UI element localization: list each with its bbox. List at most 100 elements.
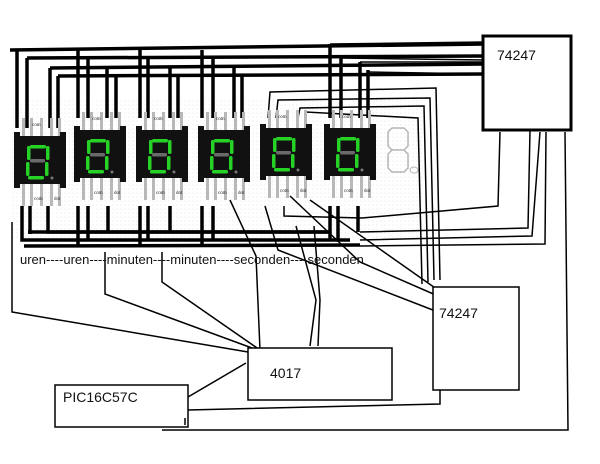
decoder-bottom-label: 74247 [439, 305, 478, 321]
display-flange [182, 126, 188, 182]
segment [90, 139, 106, 143]
segment-g [340, 151, 355, 155]
pin [296, 176, 299, 198]
pin [180, 178, 183, 200]
pin-label-com: com [344, 189, 353, 194]
segment [291, 154, 295, 168]
display-flange [198, 126, 204, 182]
pin [286, 110, 289, 128]
decoder-74247-top: 74247 [481, 34, 573, 132]
segment [273, 138, 277, 152]
decimal-point [50, 176, 54, 180]
segment [148, 156, 152, 170]
pin [144, 112, 147, 130]
segment [338, 168, 354, 172]
pin [58, 118, 61, 136]
pin-label-com: com [154, 117, 163, 122]
display-flange [244, 126, 250, 182]
pin [242, 178, 245, 200]
pic-wires [184, 362, 441, 425]
decoder-top-label: 74247 [497, 47, 536, 63]
pin [30, 184, 33, 206]
segment-g [30, 159, 45, 163]
pin-label-com: com [156, 191, 165, 196]
segment [150, 170, 166, 174]
pin [242, 112, 245, 130]
segment [45, 162, 49, 176]
pin [100, 178, 103, 200]
display-flange [74, 126, 80, 182]
pin [276, 176, 279, 198]
display-flange [120, 126, 126, 182]
pin [144, 178, 147, 200]
segment [292, 138, 296, 152]
pin [340, 110, 343, 128]
pin [40, 118, 43, 136]
pin [50, 118, 53, 136]
counter-4017: 4017 [247, 347, 393, 401]
segment [168, 140, 172, 154]
pin [214, 112, 217, 130]
microcontroller-pic16c57c: PIC16C57C [54, 384, 189, 428]
pin [268, 110, 271, 128]
pin [206, 178, 209, 200]
pin [304, 176, 307, 198]
segment [152, 139, 168, 143]
pin [224, 178, 227, 200]
pin [152, 178, 155, 200]
pin-label-com: com [278, 115, 287, 120]
pin [162, 112, 165, 130]
segment [88, 170, 104, 174]
pin [22, 184, 25, 206]
segment [210, 156, 214, 170]
pin-label-dot: dot [300, 189, 307, 194]
segment [26, 162, 30, 176]
pin-label-dot: dot [364, 189, 371, 194]
display-flange [136, 126, 142, 182]
pin [110, 112, 113, 130]
pin [180, 112, 183, 130]
segment [274, 168, 290, 172]
pin [296, 110, 299, 128]
pin [350, 176, 353, 198]
decimal-point [296, 168, 300, 172]
pin [22, 118, 25, 136]
segment [30, 145, 46, 149]
pin-label-com: com [94, 191, 103, 196]
segment [46, 146, 50, 160]
bottom-bus-wires [20, 206, 361, 248]
pin [82, 112, 85, 130]
segment [229, 156, 233, 170]
display-flange [60, 132, 66, 188]
decimal-point [234, 170, 238, 174]
segment [230, 140, 234, 154]
pin [100, 112, 103, 130]
pin [350, 110, 353, 128]
pin [276, 110, 279, 128]
segment [149, 140, 153, 154]
display-flange [370, 124, 376, 180]
decoder-74247-bottom: 74247 [432, 286, 520, 391]
segment-legend-diagram [387, 127, 419, 174]
pin-label-dot: dot [238, 191, 245, 196]
pin [30, 118, 33, 136]
segment [211, 140, 215, 154]
pin [172, 178, 175, 200]
segment [336, 154, 340, 168]
bottom-decoder-wires [162, 129, 569, 431]
pin [118, 178, 121, 200]
pin [152, 112, 155, 130]
segment-g [90, 153, 105, 157]
pin-label-dot: dot [54, 197, 61, 202]
segment [337, 138, 341, 152]
pin [340, 176, 343, 198]
segment [356, 138, 360, 152]
segment [272, 154, 276, 168]
segment [340, 137, 356, 141]
segment [105, 156, 109, 170]
pin [268, 176, 271, 198]
